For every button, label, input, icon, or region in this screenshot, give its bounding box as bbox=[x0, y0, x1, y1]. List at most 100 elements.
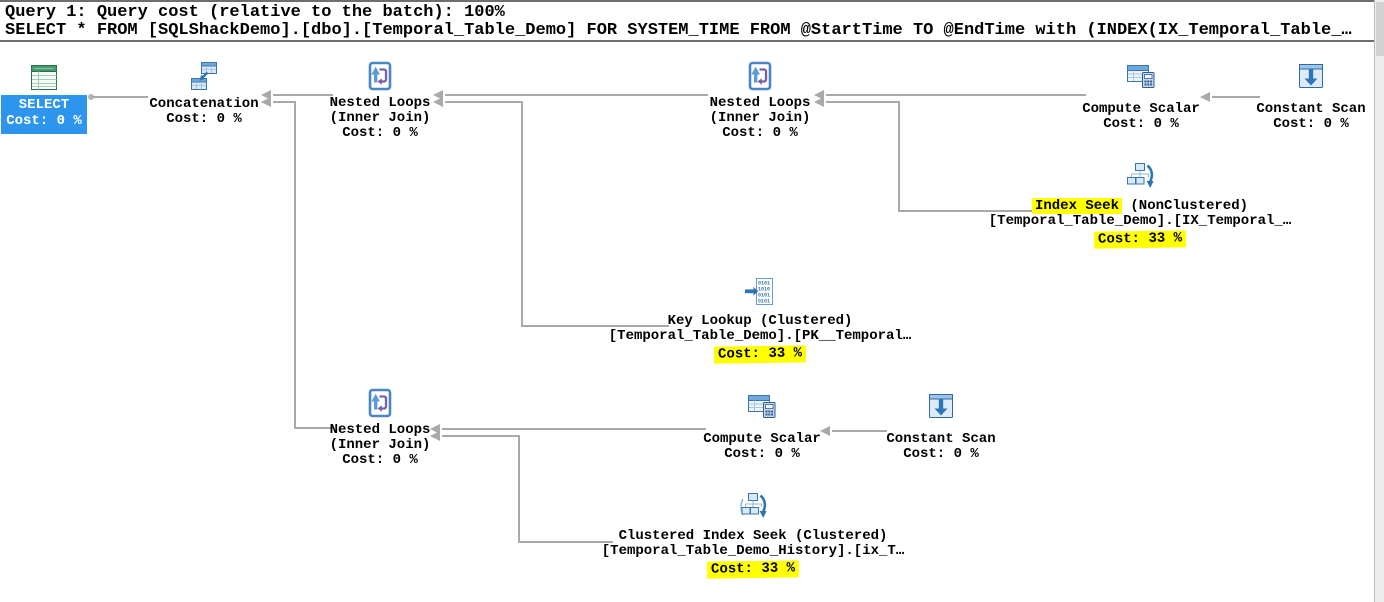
plan-node-nested-loops-1[interactable]: Nested Loops(Inner Join)Cost: 0 % bbox=[220, 96, 540, 141]
node-cost: Cost: 0 % bbox=[220, 126, 540, 141]
connector-line bbox=[294, 102, 296, 429]
index-seek-icon[interactable] bbox=[1123, 160, 1157, 194]
node-title: Nested Loops bbox=[220, 96, 540, 111]
compute-scalar-icon[interactable] bbox=[1124, 59, 1158, 93]
node-text: Compute Scalar bbox=[1082, 101, 1200, 117]
connector-line bbox=[445, 94, 708, 96]
connector-line bbox=[294, 427, 333, 429]
node-cost: Cost: 0 % bbox=[600, 126, 920, 141]
node-text: Clustered Index Seek (Clustered) bbox=[618, 528, 888, 544]
connector-line bbox=[273, 94, 333, 96]
node-title: Constant Scan bbox=[1151, 102, 1384, 117]
connector-knob bbox=[88, 94, 94, 100]
node-subtitle: (Inner Join) bbox=[600, 111, 920, 126]
node-text: Compute Scalar bbox=[703, 431, 821, 447]
node-subtitle: [Temporal_Table_Demo].[IX_Temporal_… bbox=[980, 214, 1300, 229]
node-cost: Cost: 33 % bbox=[593, 559, 913, 579]
node-text: Cost: 0 % bbox=[342, 452, 418, 468]
vertical-scrollbar[interactable] bbox=[1374, 0, 1384, 602]
node-text: [Temporal_Table_Demo].[IX_Temporal_… bbox=[988, 213, 1292, 229]
connector-arrowhead bbox=[1200, 92, 1210, 102]
connector-line bbox=[832, 430, 887, 432]
node-cost: Cost: 0 % bbox=[44, 112, 364, 127]
clustered-index-seek-icon[interactable] bbox=[736, 490, 770, 524]
connector-arrowhead bbox=[814, 97, 824, 107]
svg-text:0101: 0101 bbox=[758, 293, 770, 299]
constant-scan-icon[interactable] bbox=[924, 389, 958, 423]
node-title: Clustered Index Seek (Clustered) bbox=[593, 529, 913, 544]
node-text: Concatenation bbox=[149, 96, 259, 112]
node-text: Nested Loops bbox=[329, 95, 431, 111]
node-cost: Cost: 0 % bbox=[1151, 117, 1384, 132]
node-title: Nested Loops bbox=[220, 423, 540, 438]
node-text: Constant Scan bbox=[1256, 101, 1366, 117]
node-text: Nested Loops bbox=[329, 422, 431, 438]
plan-node-key-lookup[interactable]: Key Lookup (Clustered)[Temporal_Table_De… bbox=[600, 314, 920, 364]
nested-loops-icon[interactable] bbox=[363, 59, 397, 93]
plan-node-clustered-index-seek[interactable]: Clustered Index Seek (Clustered)[Tempora… bbox=[593, 529, 913, 579]
node-text: (Inner Join) bbox=[709, 110, 811, 126]
concatenation-icon[interactable] bbox=[187, 60, 221, 94]
svg-text:0101: 0101 bbox=[758, 299, 770, 305]
connector-line bbox=[826, 101, 900, 103]
node-subtitle: (Inner Join) bbox=[220, 438, 540, 453]
node-cost: Cost: 33 % bbox=[980, 229, 1300, 249]
node-subtitle: (Inner Join) bbox=[220, 111, 540, 126]
plan-node-index-seek[interactable]: Index Seek (NonClustered)[Temporal_Table… bbox=[980, 198, 1300, 249]
node-title: SELECT bbox=[1, 98, 87, 114]
node-title: Key Lookup (Clustered) bbox=[600, 314, 920, 329]
node-cost: Cost: 0 % bbox=[981, 117, 1301, 132]
select-result-icon[interactable] bbox=[27, 61, 61, 95]
connector-arrowhead bbox=[814, 90, 824, 100]
node-title: Concatenation bbox=[44, 97, 364, 112]
node-subtitle: [Temporal_Table_Demo].[PK__Temporal… bbox=[600, 329, 920, 344]
node-title: Compute Scalar bbox=[981, 102, 1301, 117]
query-header: Query 1: Query cost (relative to the bat… bbox=[0, 0, 1384, 42]
nested-loops-icon[interactable] bbox=[743, 59, 777, 93]
connector-arrowhead bbox=[820, 426, 830, 436]
node-cost: Cost: 33 % bbox=[600, 344, 920, 364]
node-cost: Cost: 0 % bbox=[1, 114, 87, 130]
svg-text:0101: 0101 bbox=[758, 281, 770, 287]
node-text: Constant Scan bbox=[886, 431, 996, 447]
node-text: Cost: 0 % bbox=[903, 446, 979, 462]
connector-line bbox=[1212, 96, 1260, 98]
nested-loops-icon[interactable] bbox=[363, 386, 397, 420]
node-cost: Cost: 0 % bbox=[220, 453, 540, 468]
connector-arrowhead bbox=[430, 424, 440, 434]
node-subtitle: [Temporal_Table_Demo_History].[ix_T… bbox=[593, 544, 913, 559]
plan-node-nested-loops-2[interactable]: Nested Loops(Inner Join)Cost: 0 % bbox=[600, 96, 920, 141]
node-text: Cost: 0 % bbox=[722, 125, 798, 141]
node-text: (Inner Join) bbox=[329, 437, 431, 453]
yellow-highlight: Cost: 33 % bbox=[1093, 230, 1187, 249]
node-text: (NonClustered) bbox=[1121, 198, 1249, 214]
compute-scalar-icon[interactable] bbox=[745, 389, 779, 423]
scrollbar-thumb[interactable] bbox=[1376, 2, 1384, 56]
yellow-highlight: Cost: 33 % bbox=[706, 560, 800, 579]
connector-line bbox=[521, 102, 523, 327]
plan-node-nested-loops-3[interactable]: Nested Loops(Inner Join)Cost: 0 % bbox=[220, 423, 540, 468]
query-cost-line: Query 1: Query cost (relative to the bat… bbox=[5, 3, 505, 22]
query-text-line: SELECT * FROM [SQLShackDemo].[dbo].[Temp… bbox=[5, 21, 1352, 40]
connector-line bbox=[521, 325, 669, 327]
yellow-highlight: Cost: 33 % bbox=[713, 345, 807, 364]
constant-scan-icon[interactable] bbox=[1294, 59, 1328, 93]
connector-line bbox=[898, 210, 1042, 212]
connector-line bbox=[518, 541, 613, 543]
connector-arrowhead bbox=[261, 90, 271, 100]
node-text: Cost: 0 % bbox=[342, 125, 418, 141]
node-text: [Temporal_Table_Demo].[PK__Temporal… bbox=[608, 328, 912, 344]
connector-line bbox=[442, 435, 520, 437]
connector-line bbox=[442, 428, 706, 430]
node-cost: Cost: 0 % bbox=[781, 447, 1101, 462]
node-text: (Inner Join) bbox=[329, 110, 431, 126]
connector-line bbox=[826, 94, 1086, 96]
